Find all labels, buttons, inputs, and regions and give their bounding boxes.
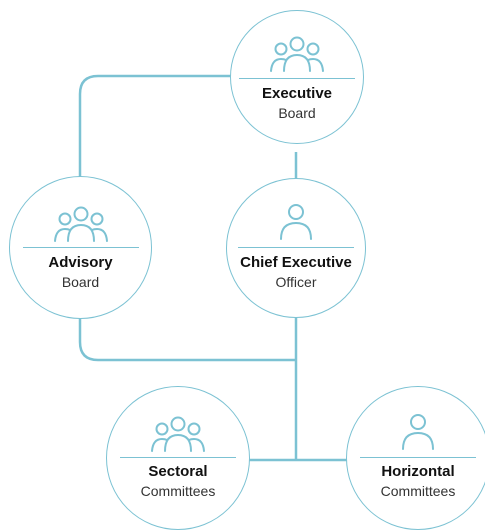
divider [22, 247, 139, 248]
node-sectoral-committees[interactable]: Sectoral Committees [106, 386, 250, 530]
node-subtitle: Committees [380, 483, 456, 499]
group-icon [151, 416, 205, 452]
node-subtitle: Board [61, 274, 100, 290]
person-icon [402, 414, 434, 450]
node-title: Advisory [48, 254, 113, 271]
node-title: Sectoral [148, 463, 208, 480]
divider [238, 247, 354, 248]
divider [239, 78, 355, 79]
node-advisory-board[interactable]: Advisory Board [9, 176, 152, 319]
connector-advisory-committees [78, 316, 296, 362]
person-icon [280, 204, 312, 240]
node-title: Horizontal [381, 463, 455, 480]
connector-executive-advisory [78, 74, 232, 178]
node-subtitle: Committees [140, 483, 216, 499]
divider [360, 457, 476, 458]
divider [120, 457, 236, 458]
group-icon [53, 206, 108, 242]
node-title: Executive [261, 85, 333, 102]
node-subtitle: Board [278, 105, 316, 121]
group-icon [270, 36, 324, 72]
node-chief-executive-officer[interactable]: Chief Executive Officer [226, 178, 366, 318]
node-executive-board[interactable]: Executive Board [230, 10, 364, 144]
node-title: Chief Executive [240, 254, 352, 271]
node-horizontal-committees[interactable]: Horizontal Committees [346, 386, 485, 530]
node-subtitle: Officer [275, 274, 317, 290]
